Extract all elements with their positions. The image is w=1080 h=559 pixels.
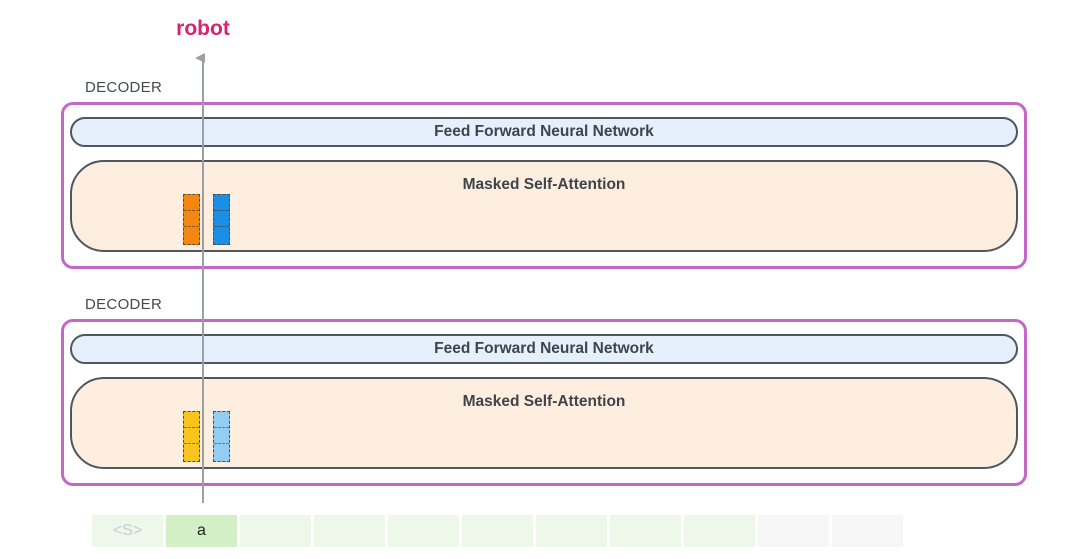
token-empty-10 <box>832 515 903 547</box>
masked-self-attention-layer: Masked Self-Attention <box>70 377 1018 469</box>
token-current-1: a <box>166 515 237 547</box>
token-future-4 <box>388 515 459 547</box>
token-future-3 <box>314 515 385 547</box>
decoder-block-top: Feed Forward Neural Network Masked Self-… <box>61 102 1027 269</box>
token-future-6 <box>536 515 607 547</box>
feed-forward-layer: Feed Forward Neural Network <box>70 334 1018 364</box>
token-past-0: <S> <box>92 515 163 547</box>
token-future-2 <box>240 515 311 547</box>
vector-orange <box>183 194 200 245</box>
token-future-8 <box>684 515 755 547</box>
masked-self-attention-layer: Masked Self-Attention <box>70 160 1018 252</box>
token-future-5 <box>462 515 533 547</box>
decoder-label-bottom: DECODER <box>85 296 163 313</box>
attention-title: Masked Self-Attention <box>462 393 626 410</box>
token-future-7 <box>610 515 681 547</box>
vector-yellow <box>183 411 200 462</box>
vector-light-blue <box>213 411 230 462</box>
output-word: robot <box>176 17 230 40</box>
feed-forward-layer: Feed Forward Neural Network <box>70 117 1018 147</box>
attention-title: Masked Self-Attention <box>462 176 626 193</box>
decoder-label-top: DECODER <box>85 79 163 96</box>
vector-blue <box>213 194 230 245</box>
decoder-block-bottom: Feed Forward Neural Network Masked Self-… <box>61 319 1027 486</box>
token-empty-9 <box>758 515 829 547</box>
